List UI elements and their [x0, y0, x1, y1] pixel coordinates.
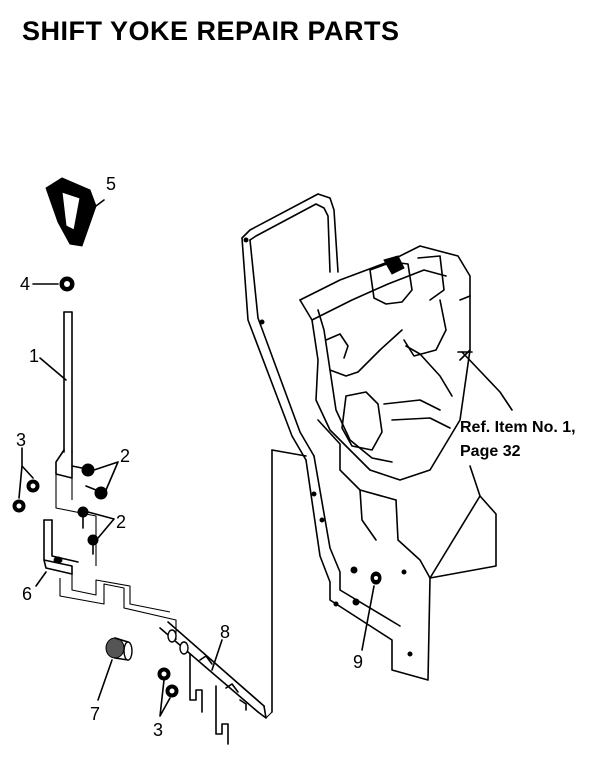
callout-1: 1: [29, 346, 39, 366]
lock-nut-lower-2: [165, 684, 179, 698]
callout-2-lower: 2: [116, 512, 126, 532]
callout-6: 6: [22, 584, 32, 604]
lock-nut-lower-1: [157, 667, 171, 681]
shift-knob: [45, 177, 105, 247]
bolt-upper-2: [85, 485, 108, 500]
callout-5: 5: [106, 174, 116, 194]
bushing: [105, 637, 133, 661]
callout-8: 8: [220, 622, 230, 642]
plate-screw: [370, 571, 382, 585]
shift-rod: [55, 311, 73, 479]
engine-frame-assembly: [241, 193, 513, 713]
yoke-shaft: [159, 621, 267, 745]
callout-3-lower: 3: [153, 720, 163, 740]
leader-9: [361, 585, 375, 651]
lock-nut-upper-2: [12, 499, 26, 513]
shift-bracket: [43, 470, 177, 640]
leader-3b: [159, 679, 171, 717]
leader-7: [97, 659, 113, 701]
connection-line: [265, 711, 273, 719]
leader-1: [39, 357, 67, 381]
callout-3-upper: 3: [16, 430, 26, 450]
callout-9: 9: [353, 652, 363, 672]
leader-2a: [93, 461, 119, 491]
reference-line-2: Page 32: [460, 443, 521, 460]
bolt-lower-1: [77, 506, 89, 529]
callout-2-upper: 2: [120, 446, 130, 466]
leader-2b: [87, 511, 115, 539]
reference-line-1: Ref. Item No. 1,: [460, 419, 576, 436]
page-title: SHIFT YOKE REPAIR PARTS: [22, 16, 400, 46]
bolt-upper-1: [71, 463, 95, 477]
leader-8: [211, 639, 223, 671]
hex-nut: [59, 276, 75, 292]
callout-4: 4: [20, 274, 30, 294]
leader-3a: [18, 447, 34, 499]
leader-6: [35, 571, 47, 587]
lock-nut-upper-1: [26, 479, 40, 493]
callout-7: 7: [90, 704, 100, 724]
